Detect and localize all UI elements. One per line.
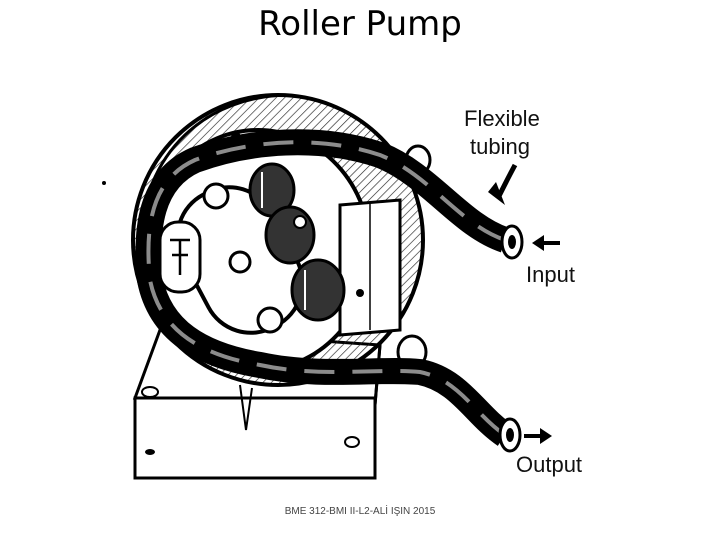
flexible-tubing-label-line2: tubing (470, 134, 530, 159)
output-arrow-icon (524, 428, 552, 444)
flexible-tubing (135, 129, 513, 446)
slide-title: Roller Pump (258, 4, 462, 44)
flexible-tubing-label-line1: Flexible (464, 106, 540, 131)
roller-middle (264, 205, 316, 265)
output-port (498, 417, 522, 453)
slide-footer: BME 312-BMI II-L2-ALİ IŞIN 2015 (284, 506, 436, 517)
input-port (500, 224, 524, 260)
output-label: Output (516, 452, 582, 477)
occlusion-adjuster (158, 220, 202, 294)
roller-bottom (290, 258, 346, 322)
flexible-tubing-pointer-arrow (488, 163, 518, 205)
input-label: Input (526, 262, 575, 287)
input-arrow-icon (532, 235, 560, 251)
